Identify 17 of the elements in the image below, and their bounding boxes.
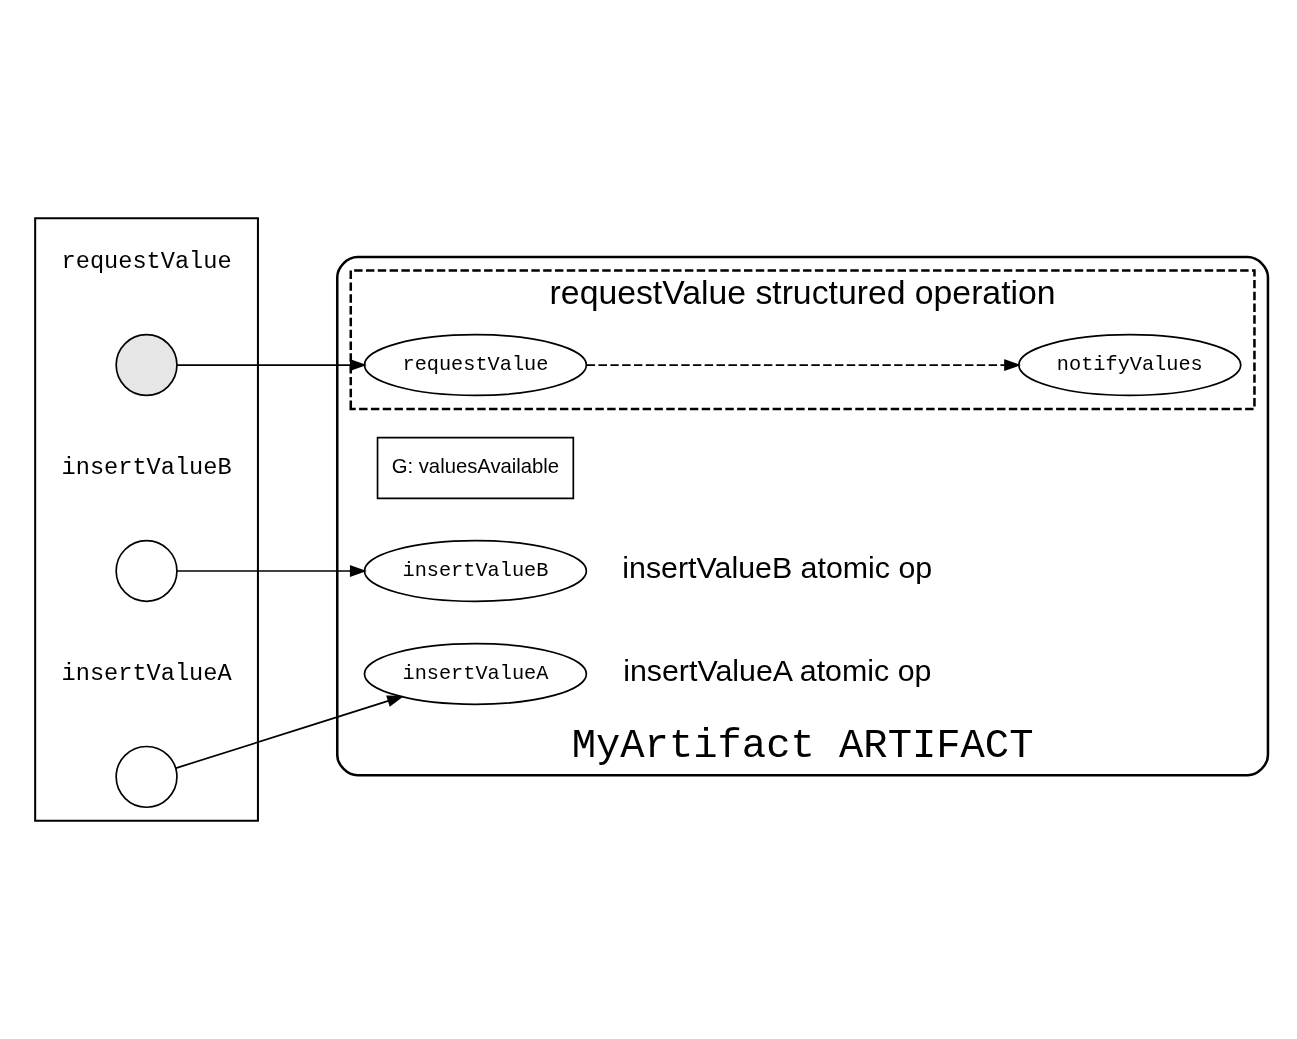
node-label: insertValueA — [61, 660, 232, 688]
node-circle — [115, 333, 178, 397]
node-circle — [115, 539, 178, 603]
node-label: insertValueA atomic op — [623, 654, 932, 688]
arrow — [176, 565, 367, 577]
arrow — [175, 695, 405, 769]
node-label: requestValue — [61, 248, 232, 276]
node-ellipse: requestValue — [363, 333, 588, 397]
node-ellipse: notifyValues — [1018, 333, 1242, 397]
node-circle — [115, 745, 178, 809]
node-box: G: valuesAvailable — [376, 436, 575, 500]
node-ellipse: insertValueB — [363, 539, 588, 603]
node-label: insertValueB — [61, 454, 232, 482]
cluster — [34, 217, 259, 822]
arrow — [585, 359, 1022, 371]
node-label: insertValueB atomic op — [622, 551, 933, 585]
arrow — [176, 359, 367, 371]
